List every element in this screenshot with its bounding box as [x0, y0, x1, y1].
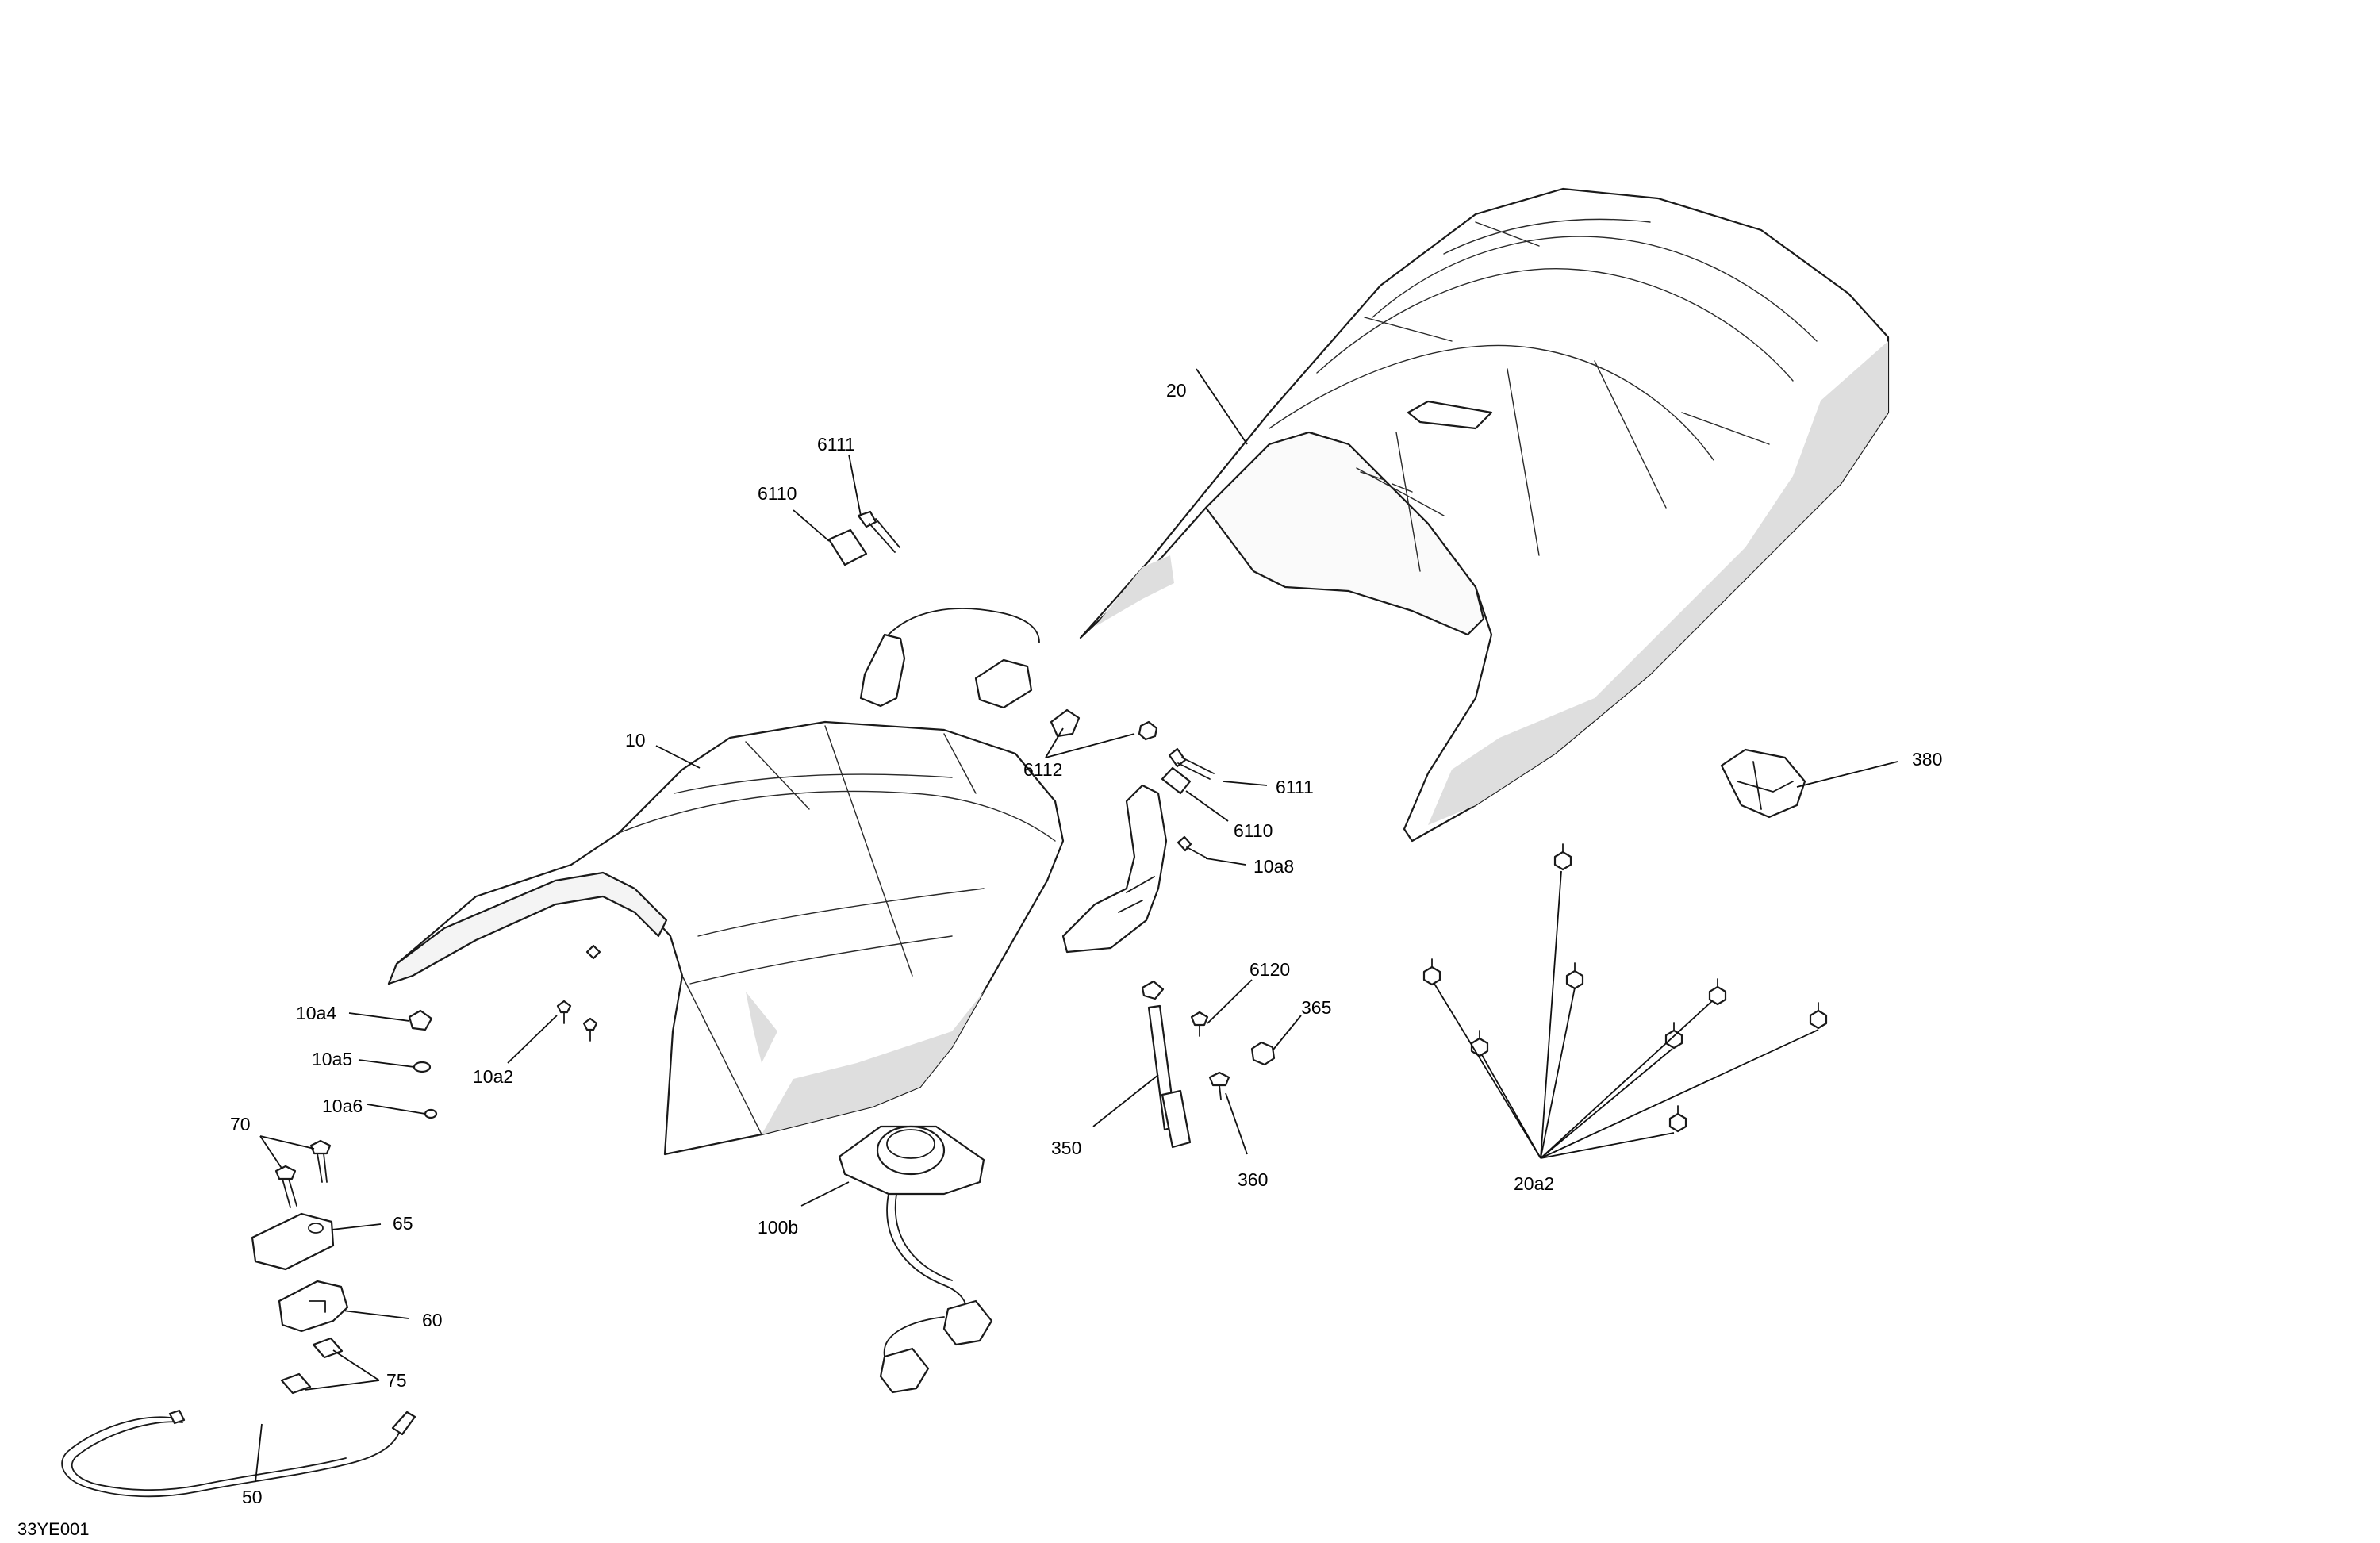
callout-75: 75: [386, 1370, 407, 1391]
callout-6110-lower: 6110: [1234, 820, 1273, 841]
callout-10a4: 10a4: [296, 1003, 336, 1023]
spacer-6110-lower: [1161, 766, 1192, 795]
callouts: 20 6111 6110 10 6112 6111 6110 10a8 380 …: [17, 380, 1942, 1539]
screws-10a2: [556, 944, 601, 1042]
nut-365: [1250, 1041, 1276, 1066]
screw-10a8: [1177, 835, 1208, 859]
grommet: [1553, 843, 1572, 871]
callout-6112: 6112: [1023, 759, 1062, 780]
callout-10a5: 10a5: [312, 1049, 352, 1069]
callout-6111-lower: 6111: [1276, 777, 1314, 797]
callout-10a2: 10a2: [473, 1066, 513, 1087]
callout-10a6: 10a6: [322, 1096, 363, 1116]
grommet: [1708, 978, 1727, 1006]
leader-lines: [255, 368, 1898, 1483]
diagram-reference-code: 33YE001: [17, 1519, 90, 1539]
callout-350: 350: [1051, 1138, 1081, 1158]
callout-360: 360: [1238, 1169, 1268, 1190]
nut-6112: [1138, 720, 1158, 741]
callout-60: 60: [422, 1310, 443, 1330]
spacer-6110-upper: [827, 528, 868, 566]
grommet: [1422, 958, 1441, 986]
screw-6120: [1190, 1011, 1209, 1037]
module-380: [1720, 748, 1806, 819]
grommets-20a2: [1422, 843, 1828, 1133]
bracket-10a4: [408, 1009, 433, 1031]
callout-100b: 100b: [758, 1217, 798, 1238]
callout-365: 365: [1301, 997, 1331, 1018]
callout-65: 65: [393, 1213, 413, 1234]
clips-75: [280, 1337, 344, 1395]
callout-50: 50: [242, 1487, 263, 1507]
bolts-70: [274, 1139, 332, 1208]
clamp-65: [251, 1212, 335, 1271]
grommet: [1470, 1030, 1489, 1057]
rear-seat: [1079, 187, 1890, 843]
grommet: [1668, 1105, 1687, 1133]
bolt-6111-lower: [1168, 747, 1215, 780]
bolt-360: [1208, 1071, 1230, 1100]
seat-bracket-left: [859, 608, 1081, 738]
grommet: [1565, 962, 1584, 990]
front-seat: [387, 720, 1065, 1156]
callout-20a2: 20a2: [1514, 1173, 1554, 1194]
latch-60: [278, 1280, 349, 1333]
callout-380: 380: [1912, 749, 1942, 770]
gas-strut-350: [1141, 980, 1192, 1149]
grommet: [1809, 1002, 1828, 1030]
nut-10a6: [424, 1108, 438, 1119]
washer-10a5: [413, 1061, 432, 1073]
bolt-6111-upper: [857, 510, 900, 553]
callout-10a8: 10a8: [1253, 856, 1294, 877]
cable-50: [61, 1409, 416, 1498]
callout-20: 20: [1166, 380, 1187, 401]
callout-6110-upper: 6110: [758, 483, 797, 504]
callout-70: 70: [230, 1114, 251, 1134]
callout-6120: 6120: [1250, 959, 1290, 980]
actuator-100b: [838, 1125, 993, 1394]
callout-6111-upper: 6111: [817, 434, 855, 455]
seat-bracket-right: [1061, 784, 1168, 954]
callout-10: 10: [625, 730, 646, 750]
